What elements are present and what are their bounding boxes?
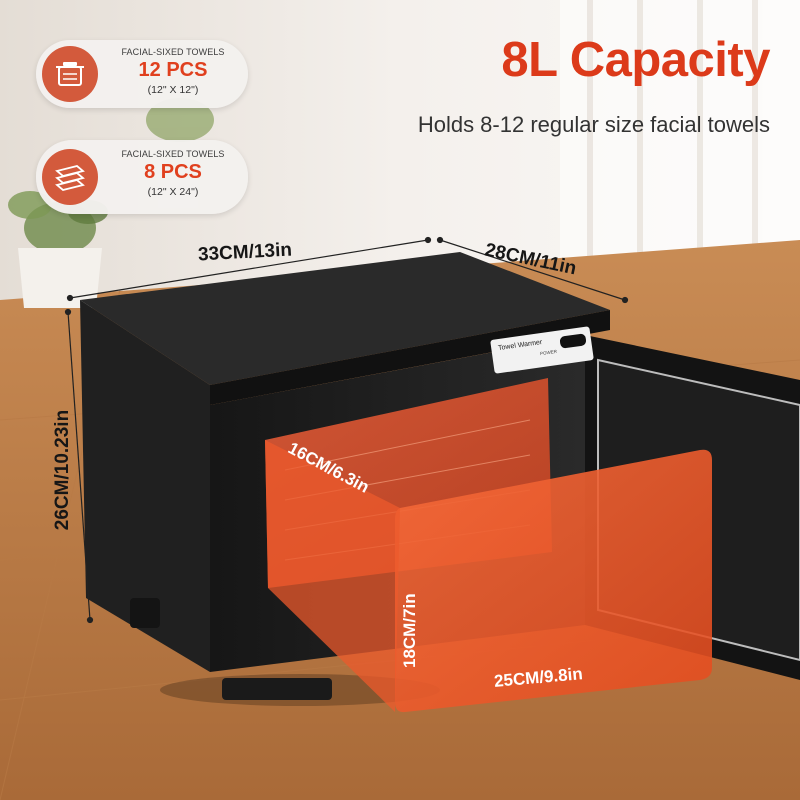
badge-count: 12 PCS: [138, 59, 208, 81]
capacity-subheadline: Holds 8-12 regular size facial towels: [417, 112, 770, 137]
towel-pot-icon: [42, 46, 98, 102]
badge-count: 8 PCS: [144, 161, 202, 183]
capacity-headline: 8L Capacity: [501, 33, 770, 87]
badge-size: (12" X 24"): [147, 186, 199, 198]
potted-plant: [8, 191, 108, 308]
folded-towels-icon: [42, 149, 98, 205]
dimension-height-label: 26CM/10.23in: [52, 409, 73, 531]
capacity-volume-front: [395, 449, 712, 713]
badge-facial-towels-12: FACIAL-SIXED TOWELS 12 PCS (12" X 12"): [36, 40, 248, 108]
badge-label: FACIAL-SIXED TOWELS: [121, 47, 225, 57]
capacity-volume-side: [265, 440, 400, 712]
dimension-lines: [64, 236, 629, 624]
badge-label: FACIAL-SIXED TOWELS: [121, 149, 225, 159]
badge-facial-towels-8: FACIAL-SIXED TOWELS 8 PCS (12" X 24"): [36, 140, 248, 214]
inner-height-label: 18CM/7in: [400, 593, 419, 668]
badge-size: (12" X 12"): [147, 84, 199, 96]
